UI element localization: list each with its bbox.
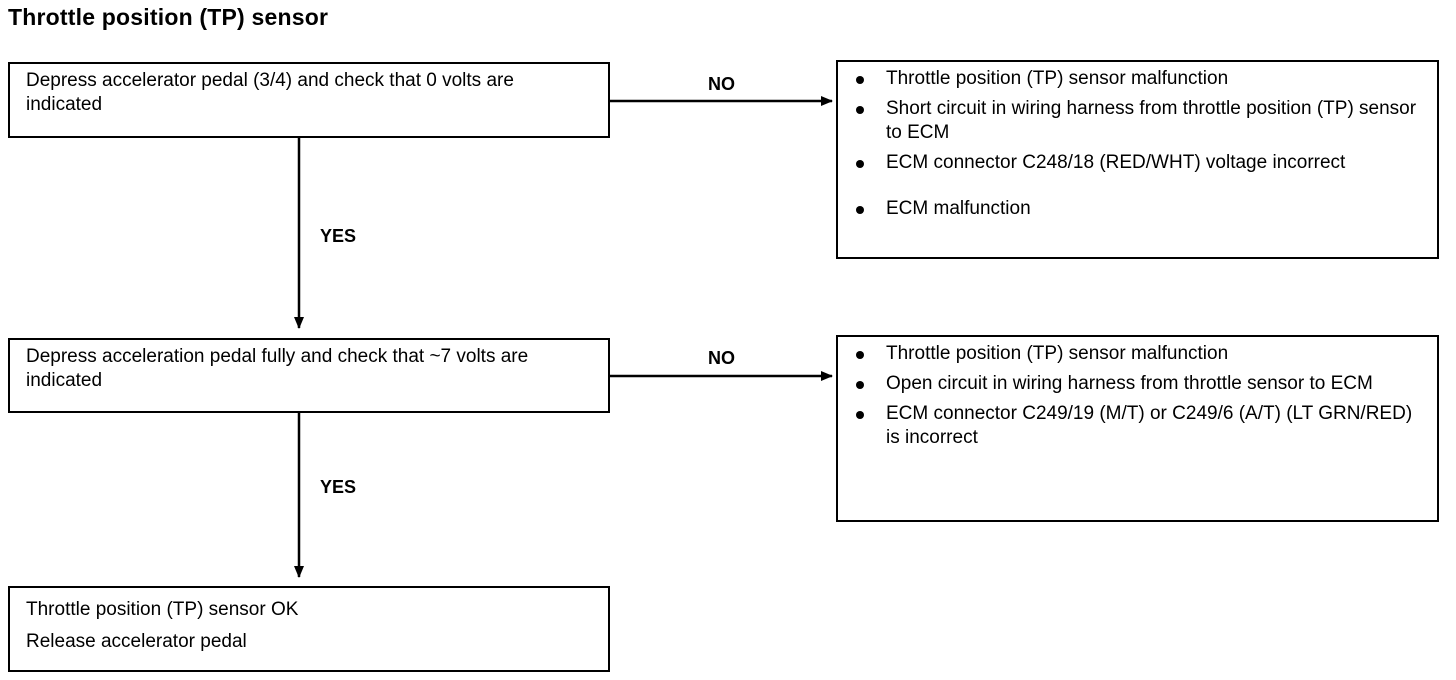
list-item: Throttle position (TP) sensor malfunctio… xyxy=(850,342,1427,366)
step-3-line-2: Release accelerator pedal xyxy=(26,631,247,652)
step-box-3: Throttle position (TP) sensor OK Release… xyxy=(8,586,610,672)
bullet-icon xyxy=(856,106,864,114)
list-item: ECM connector C248/18 (RED/WHT) voltage … xyxy=(850,151,1427,175)
result-box-1: Throttle position (TP) sensor malfunctio… xyxy=(836,60,1439,259)
step-2-text: Depress acceleration pedal fully and che… xyxy=(26,346,529,391)
list-item: Open circuit in wiring harness from thro… xyxy=(850,372,1427,396)
yes-label-2: YES xyxy=(320,477,357,497)
step-box-1: Depress accelerator pedal (3/4) and chec… xyxy=(8,62,610,138)
list-item: Throttle position (TP) sensor malfunctio… xyxy=(850,67,1427,91)
list-item: ECM connector C249/19 (M/T) or C249/6 (A… xyxy=(850,402,1427,450)
bullet-icon xyxy=(856,76,864,84)
bullet-icon xyxy=(856,411,864,419)
no-label-1: NO xyxy=(708,74,735,94)
no-label-2: NO xyxy=(708,348,735,368)
result-box-2: Throttle position (TP) sensor malfunctio… xyxy=(836,335,1439,522)
bullet-icon xyxy=(856,381,864,389)
step-box-2: Depress acceleration pedal fully and che… xyxy=(8,338,610,413)
yes-label-1: YES xyxy=(320,226,357,246)
bullet-icon xyxy=(856,160,864,168)
diagram-title: Throttle position (TP) sensor xyxy=(8,4,329,30)
list-item: Short circuit in wiring harness from thr… xyxy=(850,97,1427,145)
list-item: ECM malfunction xyxy=(850,197,1427,221)
bullet-icon xyxy=(856,351,864,359)
step-1-text: Depress accelerator pedal (3/4) and chec… xyxy=(26,70,514,115)
step-3-line-1: Throttle position (TP) sensor OK xyxy=(26,599,299,620)
bullet-icon xyxy=(856,206,864,214)
result-1-list: Throttle position (TP) sensor malfunctio… xyxy=(850,67,1427,221)
result-2-list: Throttle position (TP) sensor malfunctio… xyxy=(850,342,1427,450)
